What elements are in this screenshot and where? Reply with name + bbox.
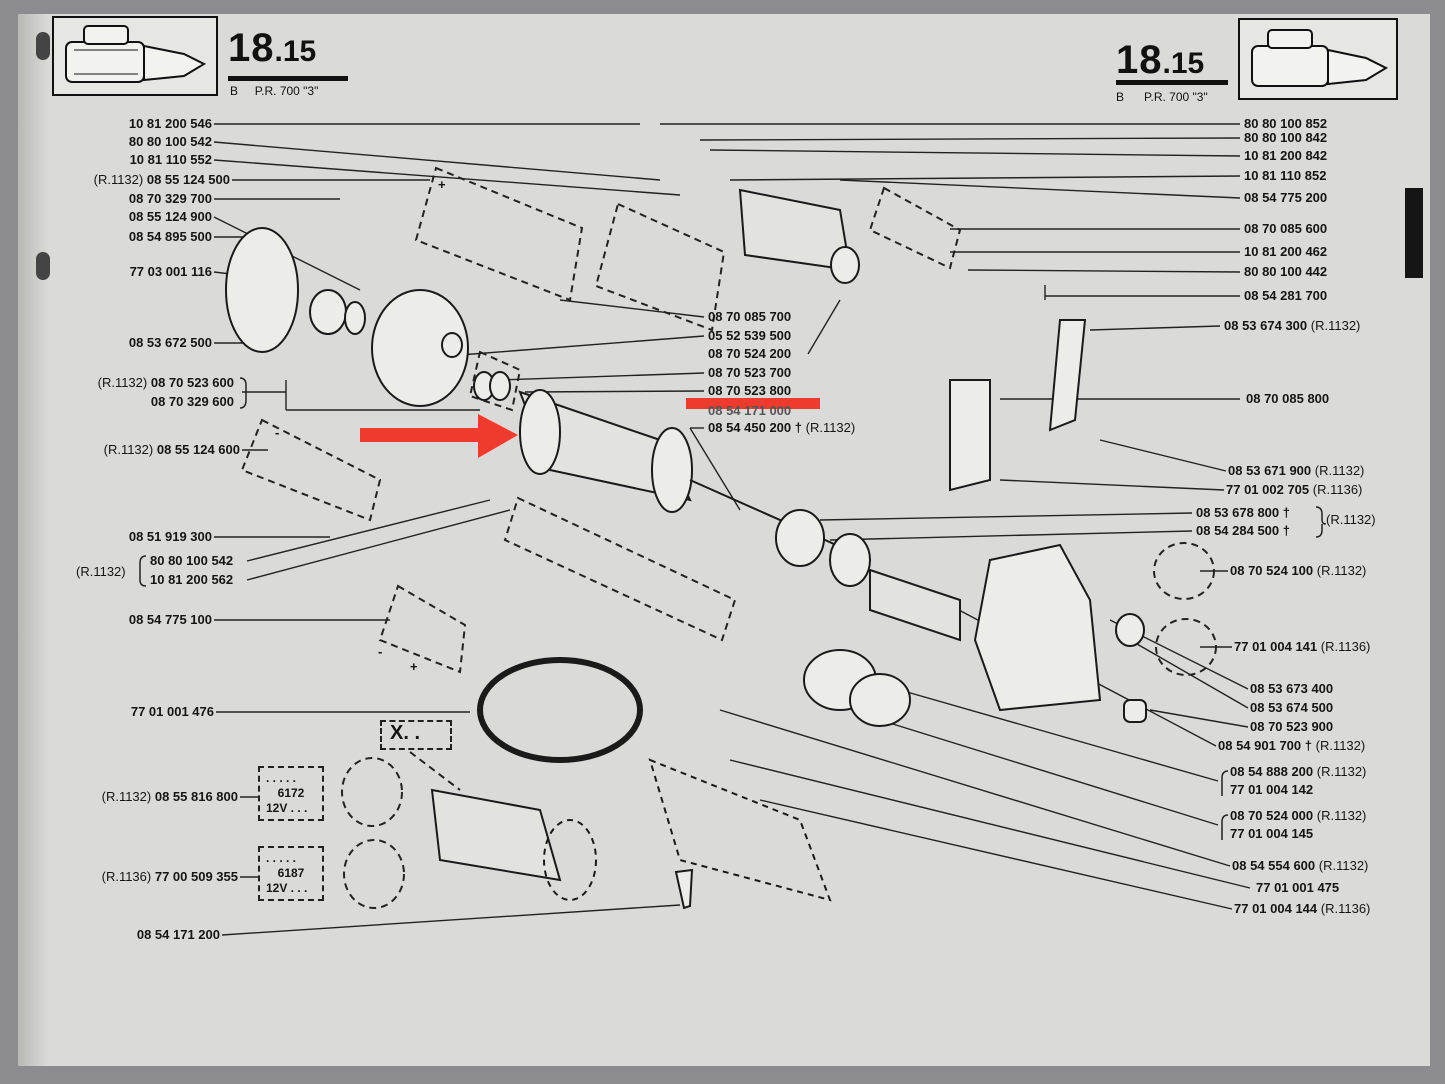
part-label: 77 03 001 116 — [129, 264, 212, 279]
terminal-plus: + — [410, 659, 418, 674]
part-label: (R.1132) 08 55 124 500 — [93, 172, 230, 187]
subheader-left: B P.R. 700 "3" — [230, 84, 318, 98]
terminal-minus-kit: - — [275, 425, 280, 440]
variant-box-6187: . . . . . 6187 12V . . . — [258, 846, 324, 901]
part-label: 08 70 329 600 — [150, 394, 234, 409]
sub-text: P.R. 700 "3" — [1144, 90, 1208, 104]
part-label: 08 54 554 600 (R.1132) — [1232, 858, 1369, 873]
part-label: 08 70 085 700 — [708, 309, 792, 324]
part-label: 77 01 004 141 (R.1136) — [1234, 639, 1371, 654]
binder-hole — [36, 252, 50, 280]
sub-letter: B — [230, 84, 239, 98]
part-label: 08 70 523 700 — [708, 365, 792, 380]
terminal-plus-kit: + — [438, 177, 446, 192]
catalog-page — [18, 14, 1430, 1066]
part-label: 80 80 100 852 — [1244, 116, 1328, 131]
section-number-left: 18.15 — [228, 26, 316, 71]
part-label: 08 51 919 300 — [128, 529, 212, 544]
part-label: 08 70 329 700 — [128, 191, 212, 206]
part-label: 08 53 674 500 — [1250, 700, 1334, 715]
header-rule-right — [1116, 80, 1228, 85]
part-label: 10 81 200 462 — [1244, 244, 1328, 259]
part-label: 08 54 450 200 † (R.1132) — [708, 420, 856, 435]
x-reference-box: X. . — [380, 720, 452, 750]
annotation-underline — [686, 398, 820, 409]
variant-box-6172: . . . . . 6172 12V . . . — [258, 766, 324, 821]
part-label: 08 70 524 200 — [708, 346, 792, 361]
part-label: 08 70 524 000 (R.1132) — [1230, 808, 1367, 823]
part-label: 08 53 678 800 † — [1196, 505, 1290, 520]
part-label: 08 54 901 700 † (R.1132) — [1218, 738, 1366, 753]
part-label: 10 81 200 562 — [150, 572, 234, 587]
part-label: 77 01 001 476 — [130, 704, 214, 719]
part-label: 10 81 200 842 — [1244, 148, 1328, 163]
starter-thumbnail-right — [1238, 18, 1398, 100]
part-label: (R.1132) 08 55 816 800 — [101, 789, 238, 804]
annotation-arrow — [360, 414, 518, 458]
part-label: (R.1132) 08 55 124 600 — [103, 442, 240, 457]
starter-thumbnail-left — [52, 16, 218, 96]
part-label: 08 54 775 100 — [128, 612, 212, 627]
bracket-ref: (R.1132) — [76, 564, 126, 579]
part-label-obscured: 08 54 171 000 — [708, 403, 792, 418]
starter-motor-icon — [1251, 29, 1389, 87]
terminal-minus: - — [378, 644, 383, 659]
part-label: 08 70 523 900 — [1250, 719, 1334, 734]
part-label: 08 54 284 500 † — [1196, 523, 1290, 538]
part-label: 08 54 281 700 — [1244, 288, 1328, 303]
part-label: 08 53 671 900 (R.1132) — [1228, 463, 1365, 478]
part-label: 77 01 004 145 — [1230, 826, 1314, 841]
part-label: 77 01 004 144 (R.1136) — [1234, 901, 1371, 916]
terminal-kit-box — [414, 166, 584, 302]
part-label: 08 53 674 300 (R.1132) — [1224, 318, 1361, 333]
header-rule-left — [228, 76, 348, 81]
part-label: 77 01 002 705 (R.1136) — [1226, 482, 1363, 497]
part-label: 08 54 888 200 (R.1132) — [1230, 764, 1367, 779]
part-label: 80 80 100 842 — [1244, 130, 1328, 145]
sub-text: P.R. 700 "3" — [254, 84, 319, 98]
part-label: 80 80 100 442 — [1244, 264, 1328, 279]
part-label: 08 54 895 500 — [128, 229, 212, 244]
section-tab-mark — [1405, 188, 1423, 278]
part-label: 77 01 001 475 — [1256, 880, 1340, 895]
starter-motor-icon — [65, 25, 207, 83]
part-label: 80 80 100 542 — [150, 553, 234, 568]
part-label: 10 81 200 546 — [128, 116, 212, 131]
subheader-right: B P.R. 700 "3" — [1116, 90, 1208, 104]
part-label: 77 01 004 142 — [1230, 782, 1314, 797]
part-label: 08 54 775 200 — [1244, 190, 1328, 205]
section-major: 18 — [1116, 38, 1163, 82]
part-label: 08 70 523 800 — [708, 383, 792, 398]
part-label: 05 52 539 500 — [708, 328, 792, 343]
section-minor: .15 — [274, 35, 317, 68]
end-plate — [225, 227, 299, 353]
part-label: 08 55 124 900 — [128, 209, 212, 224]
part-label: 08 53 672 500 — [128, 335, 212, 350]
page-shadow — [18, 14, 48, 1066]
part-label: 10 81 110 552 — [129, 152, 212, 167]
part-label: (R.1132) 08 70 523 600 — [97, 375, 234, 390]
part-label: 08 70 085 800 — [1246, 391, 1330, 406]
part-label: 08 54 171 200 — [136, 927, 220, 942]
section-number-right: 18.15 — [1116, 38, 1204, 83]
part-label: 08 53 673 400 — [1250, 681, 1334, 696]
section-major: 18 — [228, 26, 275, 70]
section-minor: .15 — [1162, 47, 1205, 80]
binder-hole — [36, 32, 50, 60]
part-label: 80 80 100 542 — [128, 134, 212, 149]
sub-letter: B — [1116, 90, 1125, 104]
part-label: 08 70 524 100 (R.1132) — [1230, 563, 1367, 578]
part-label: 10 81 110 852 — [1244, 168, 1327, 183]
part-label: 08 70 085 600 — [1244, 221, 1328, 236]
part-label: (R.1136) 77 00 509 355 — [101, 869, 238, 884]
bracket-ref: (R.1132) — [1326, 512, 1376, 527]
